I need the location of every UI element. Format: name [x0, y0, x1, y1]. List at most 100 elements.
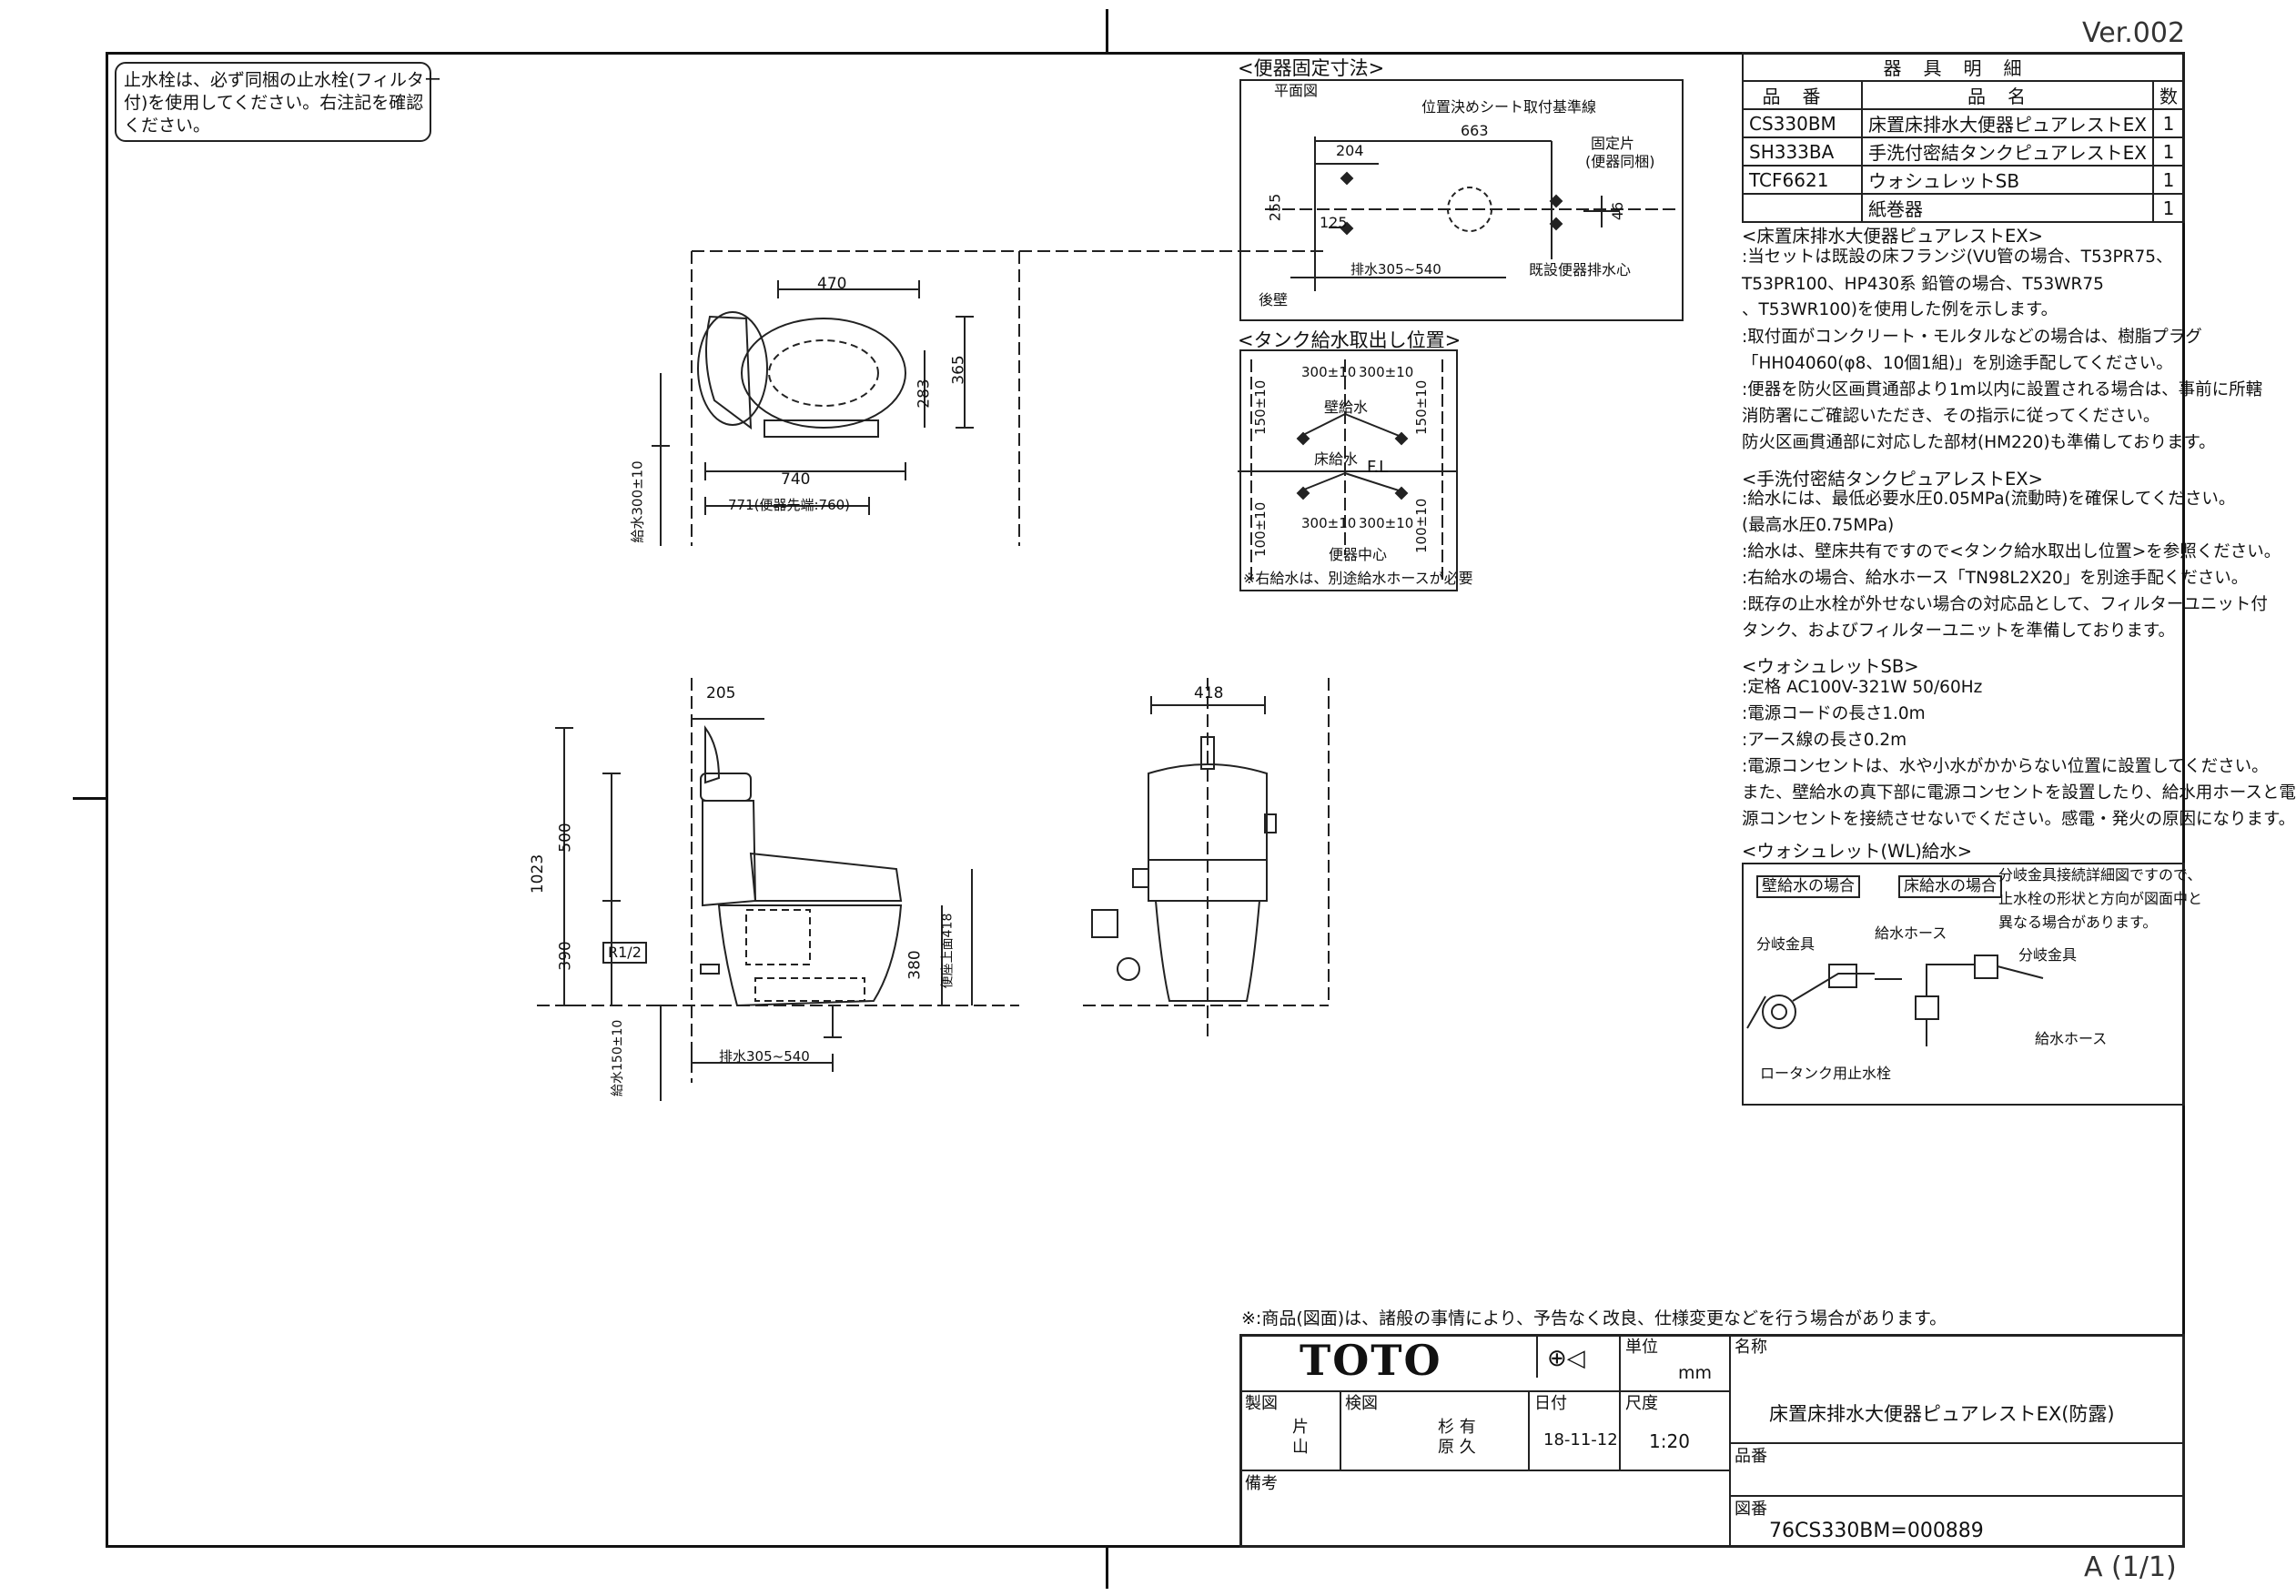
- spec-line: <ウォシュレット(WL)給水>: [1742, 841, 1973, 862]
- fixing-dim-46: 46: [1609, 201, 1627, 221]
- projection-symbol-icon: ⊕◁: [1547, 1345, 1585, 1372]
- parts-row: 紙巻器 1: [1741, 193, 2185, 223]
- side-seat-height: 便座上面418: [940, 913, 956, 989]
- drawing-frame: [106, 52, 2185, 1548]
- left-center-mark: [73, 797, 106, 800]
- spec-line: :右給水の場合、給水ホース「TN98L2X20」を別途手配ください。: [1742, 569, 2249, 588]
- fixing-dim-255: 255: [1266, 193, 1284, 222]
- spec-line: :電源コードの長さ1.0m: [1742, 704, 1926, 723]
- tb-hline-1: [1239, 1390, 1729, 1392]
- tank-supply-title: <タンク給水取出し位置>: [1238, 329, 1462, 351]
- wl-note-1: 分岐金具接続詳細図ですので、: [1998, 866, 2202, 884]
- toto-logo: TOTO: [1300, 1336, 1442, 1385]
- wl-supply-hose: 給水ホース: [1875, 924, 1947, 942]
- side-supply-150: 給水150±10: [611, 1019, 625, 1096]
- tank-supply-box: [1239, 349, 1458, 591]
- spec-line: :既存の止水栓が外せない場合の対応品として、フィルターユニット付: [1742, 595, 2268, 614]
- parts-code: [1741, 193, 1864, 223]
- side-drain-range: 排水305~540: [719, 1048, 810, 1065]
- fixing-box: [1239, 79, 1684, 321]
- fixing-sheet-line-label: 位置決めシート取付基準線: [1421, 98, 1597, 116]
- spec-line: タンク、およびフィルターユニットを準備しております。: [1742, 621, 2176, 641]
- tb-drawing-no-label: 図番: [1735, 1500, 1767, 1519]
- parts-code: SH333BA: [1741, 136, 1864, 167]
- tb-drawn-by: 片 山: [1292, 1418, 1309, 1457]
- parts-table-title: 器具明細: [1742, 52, 2185, 82]
- parts-qty: 1: [2152, 108, 2185, 138]
- wl-branch-fitting-2: 分岐金具: [2018, 946, 2078, 964]
- tb-product-name: 床置床排水大便器ピュアレストEX(防露): [1769, 1403, 2115, 1425]
- tank-toilet-center: 便器中心: [1329, 546, 1388, 563]
- side-dim-500: 500: [556, 823, 575, 853]
- parts-row: TCF6621 ウォシュレットSB 1: [1741, 165, 2185, 195]
- fixing-piece-label: 固定片: [1591, 135, 1635, 152]
- parts-qty: 1: [2152, 165, 2185, 195]
- spec-line: 「HH04060(φ8、10個1組)」を別途手配してください。: [1742, 354, 2173, 373]
- side-dim-380: 380: [905, 950, 925, 980]
- wl-supply-box: [1742, 863, 2185, 1106]
- parts-row: CS330BM 床置床排水大便器ピュアレストEX 1: [1741, 108, 2185, 138]
- disclaimer: ※:商品(図面)は、諸般の事情により、予告なく改良、仕様変更などを行う場合があり…: [1241, 1308, 1947, 1328]
- tb-hline-drawno: [1729, 1495, 2185, 1497]
- top-center-mark: [1106, 9, 1108, 52]
- parts-name: 紙巻器: [1861, 193, 2154, 223]
- parts-table: 器具明細 品番 品名 数 CS330BM 床置床排水大便器ピュアレストEX 1 …: [1741, 52, 2185, 223]
- spec-line: :給水は、壁床共有ですので<タンク給水取出し位置>を参照ください。: [1742, 542, 2281, 561]
- sheet-label: A (1/1): [2084, 1551, 2177, 1583]
- spec-line: <床置床排水大便器ピュアレストEX>: [1742, 226, 2043, 247]
- tb-vline-brand: [1536, 1334, 1538, 1378]
- tb-hline-name: [1729, 1442, 2185, 1444]
- plan-supply-300: 給水300±10: [629, 460, 646, 543]
- parts-header-code: 品番: [1741, 80, 1864, 110]
- spec-line: :電源コンセントは、水や小水がかからない位置に設置してください。: [1742, 757, 2269, 776]
- parts-qty: 1: [2152, 193, 2185, 223]
- plan-dim-283: 283: [915, 379, 934, 409]
- parts-name: 床置床排水大便器ピュアレストEX: [1861, 108, 2154, 138]
- tank-dim-300-bot-b: 300±10: [1359, 515, 1414, 531]
- fixing-title: <便器固定寸法>: [1238, 57, 1385, 79]
- tb-drawn-label: 製図: [1245, 1394, 1278, 1413]
- tb-drawing-no: 76CS330BM=000889: [1769, 1520, 1984, 1542]
- spec-line: <ウォシュレットSB>: [1742, 656, 1919, 677]
- spec-line: :アース線の長さ0.2m: [1742, 731, 1907, 750]
- fixing-drain-range: 排水305~540: [1350, 261, 1441, 278]
- parts-name: 手洗付密結タンクピュアレストEX: [1861, 136, 2154, 167]
- plan-dim-740: 740: [781, 470, 811, 489]
- plan-dim-470: 470: [817, 275, 847, 293]
- spec-line: :当セットは既設の床フランジ(VU管の場合、T53PR75、: [1742, 247, 2173, 267]
- wl-stop-valve: ロータンク用止水栓: [1760, 1065, 1892, 1082]
- spec-line: 、T53WR100)を使用した例を示します。: [1742, 300, 2058, 319]
- note-line-3: ください。: [124, 116, 211, 136]
- tank-wall-supply: 壁給水: [1324, 399, 1369, 416]
- wl-note-2: 止水栓の形状と方向が図面中と: [1998, 890, 2203, 907]
- tank-dim-300-bot-a: 300±10: [1301, 515, 1357, 531]
- parts-code: CS330BM: [1741, 108, 1864, 138]
- tb-vline-name: [1729, 1334, 1731, 1548]
- tb-checked-label: 検図: [1345, 1394, 1378, 1413]
- note-line-2: 付)を使用してください。右注記を確認: [124, 93, 424, 113]
- fixing-dim-663: 663: [1461, 122, 1489, 139]
- tb-hline-2: [1239, 1470, 1729, 1471]
- wl-note-3: 異なる場合があります。: [1998, 914, 2158, 931]
- tank-dim-150-right: 150±10: [1413, 379, 1430, 435]
- spec-line: T53PR100、HP430系 鉛管の場合、T53WR75: [1742, 275, 2104, 294]
- title-block: [1239, 1334, 2185, 1548]
- tank-dim-150-left: 150±10: [1252, 379, 1269, 435]
- tb-vline-unit: [1619, 1334, 1621, 1470]
- tb-scale: 1:20: [1649, 1430, 1690, 1452]
- spec-line: 源コンセントを接続させないでください。感電・発火の原因になります。: [1742, 810, 2296, 829]
- wl-supply-drawing: [1746, 955, 2044, 1046]
- tb-part-no-label: 品番: [1735, 1447, 1767, 1466]
- plan-view-drawing: [652, 250, 1329, 546]
- parts-header-name: 品名: [1861, 80, 2154, 110]
- parts-name: ウォシュレットSB: [1861, 165, 2154, 195]
- fixing-dim-125: 125: [1320, 214, 1348, 231]
- tb-vline-checked: [1340, 1390, 1341, 1470]
- tb-remarks-label: 備考: [1245, 1474, 1278, 1493]
- bottom-center-mark: [1106, 1548, 1108, 1589]
- plan-dim-365: 365: [949, 355, 968, 385]
- wl-supply-hose-2: 給水ホース: [2035, 1030, 2108, 1047]
- tank-dim-100-right: 100±10: [1413, 498, 1430, 553]
- side-view-drawing: [537, 678, 1019, 1101]
